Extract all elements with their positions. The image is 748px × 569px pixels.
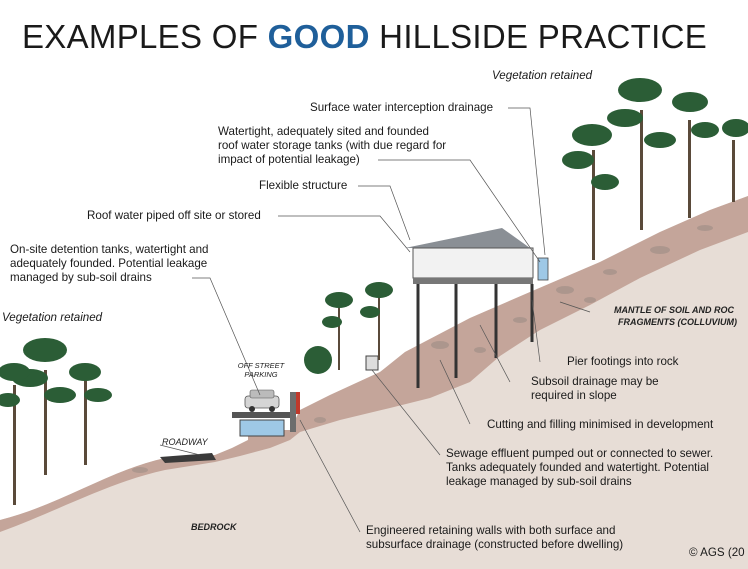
label-watertight-3: impact of potential leakage)	[218, 153, 360, 166]
label-vegetation-top: Vegetation retained	[492, 69, 593, 82]
trees	[0, 78, 748, 505]
title-prefix: EXAMPLES OF	[22, 18, 268, 55]
leader-lines	[159, 107, 591, 533]
label-sewage-3: leakage managed by sub-soil drains	[446, 475, 632, 488]
label-watertight-1: Watertight, adequately sited and founded	[218, 125, 429, 138]
label-vegetation-left: Vegetation retained	[2, 311, 103, 324]
car	[244, 389, 280, 412]
label-watertight-2: roof water storage tanks (with due regar…	[218, 139, 447, 152]
label-onsite-1: On-site detention tanks, watertight and	[10, 243, 209, 256]
label-sewage-2: Tanks adequately founded and watertight.…	[446, 461, 709, 474]
title-highlight: GOOD	[267, 18, 370, 55]
label-engineered-2: subsurface drainage (constructed before …	[366, 538, 624, 551]
wall-drain	[296, 392, 300, 414]
label-subsoil-1: Subsoil drainage may be	[531, 375, 659, 388]
label-roof-water: Roof water piped off site or stored	[87, 209, 261, 222]
label-bedrock: BEDROCK	[191, 522, 237, 532]
title-suffix: HILLSIDE PRACTICE	[369, 18, 708, 55]
label-sewage-1: Sewage effluent pumped out or connected …	[446, 447, 714, 460]
label-onsite-3: managed by sub-soil drains	[10, 271, 152, 284]
roadway	[160, 453, 216, 463]
label-engineered-1: Engineered retaining walls with both sur…	[366, 524, 616, 537]
label-onsite-2: adequately founded. Potential leakage	[10, 257, 208, 270]
rock-fragments	[132, 225, 713, 473]
label-parking-1: OFF STREET	[237, 361, 285, 370]
label-mantle-2: FRAGMENTS (COLLUVIUM)	[618, 317, 737, 327]
label-pier: Pier footings into rock	[567, 355, 679, 368]
page-title: EXAMPLES OF GOOD HILLSIDE PRACTICE	[22, 18, 707, 56]
label-parking-2: PARKING	[244, 370, 278, 379]
label-subsoil-2: required in slope	[531, 389, 617, 402]
label-roadway: ROADWAY	[162, 437, 208, 447]
retaining-wall	[290, 392, 296, 432]
copyright: © AGS (20	[689, 546, 745, 559]
sewage-tank	[365, 355, 379, 371]
colluvium-layer	[0, 196, 748, 532]
parking-slab	[232, 412, 290, 418]
label-flexible: Flexible structure	[259, 179, 348, 192]
label-mantle-1: MANTLE OF SOIL AND ROC	[614, 305, 734, 315]
detention-tank	[239, 419, 285, 437]
house	[405, 228, 549, 388]
label-surface-water: Surface water interception drainage	[310, 101, 494, 114]
label-cutting: Cutting and filling minimised in develop…	[487, 418, 714, 431]
